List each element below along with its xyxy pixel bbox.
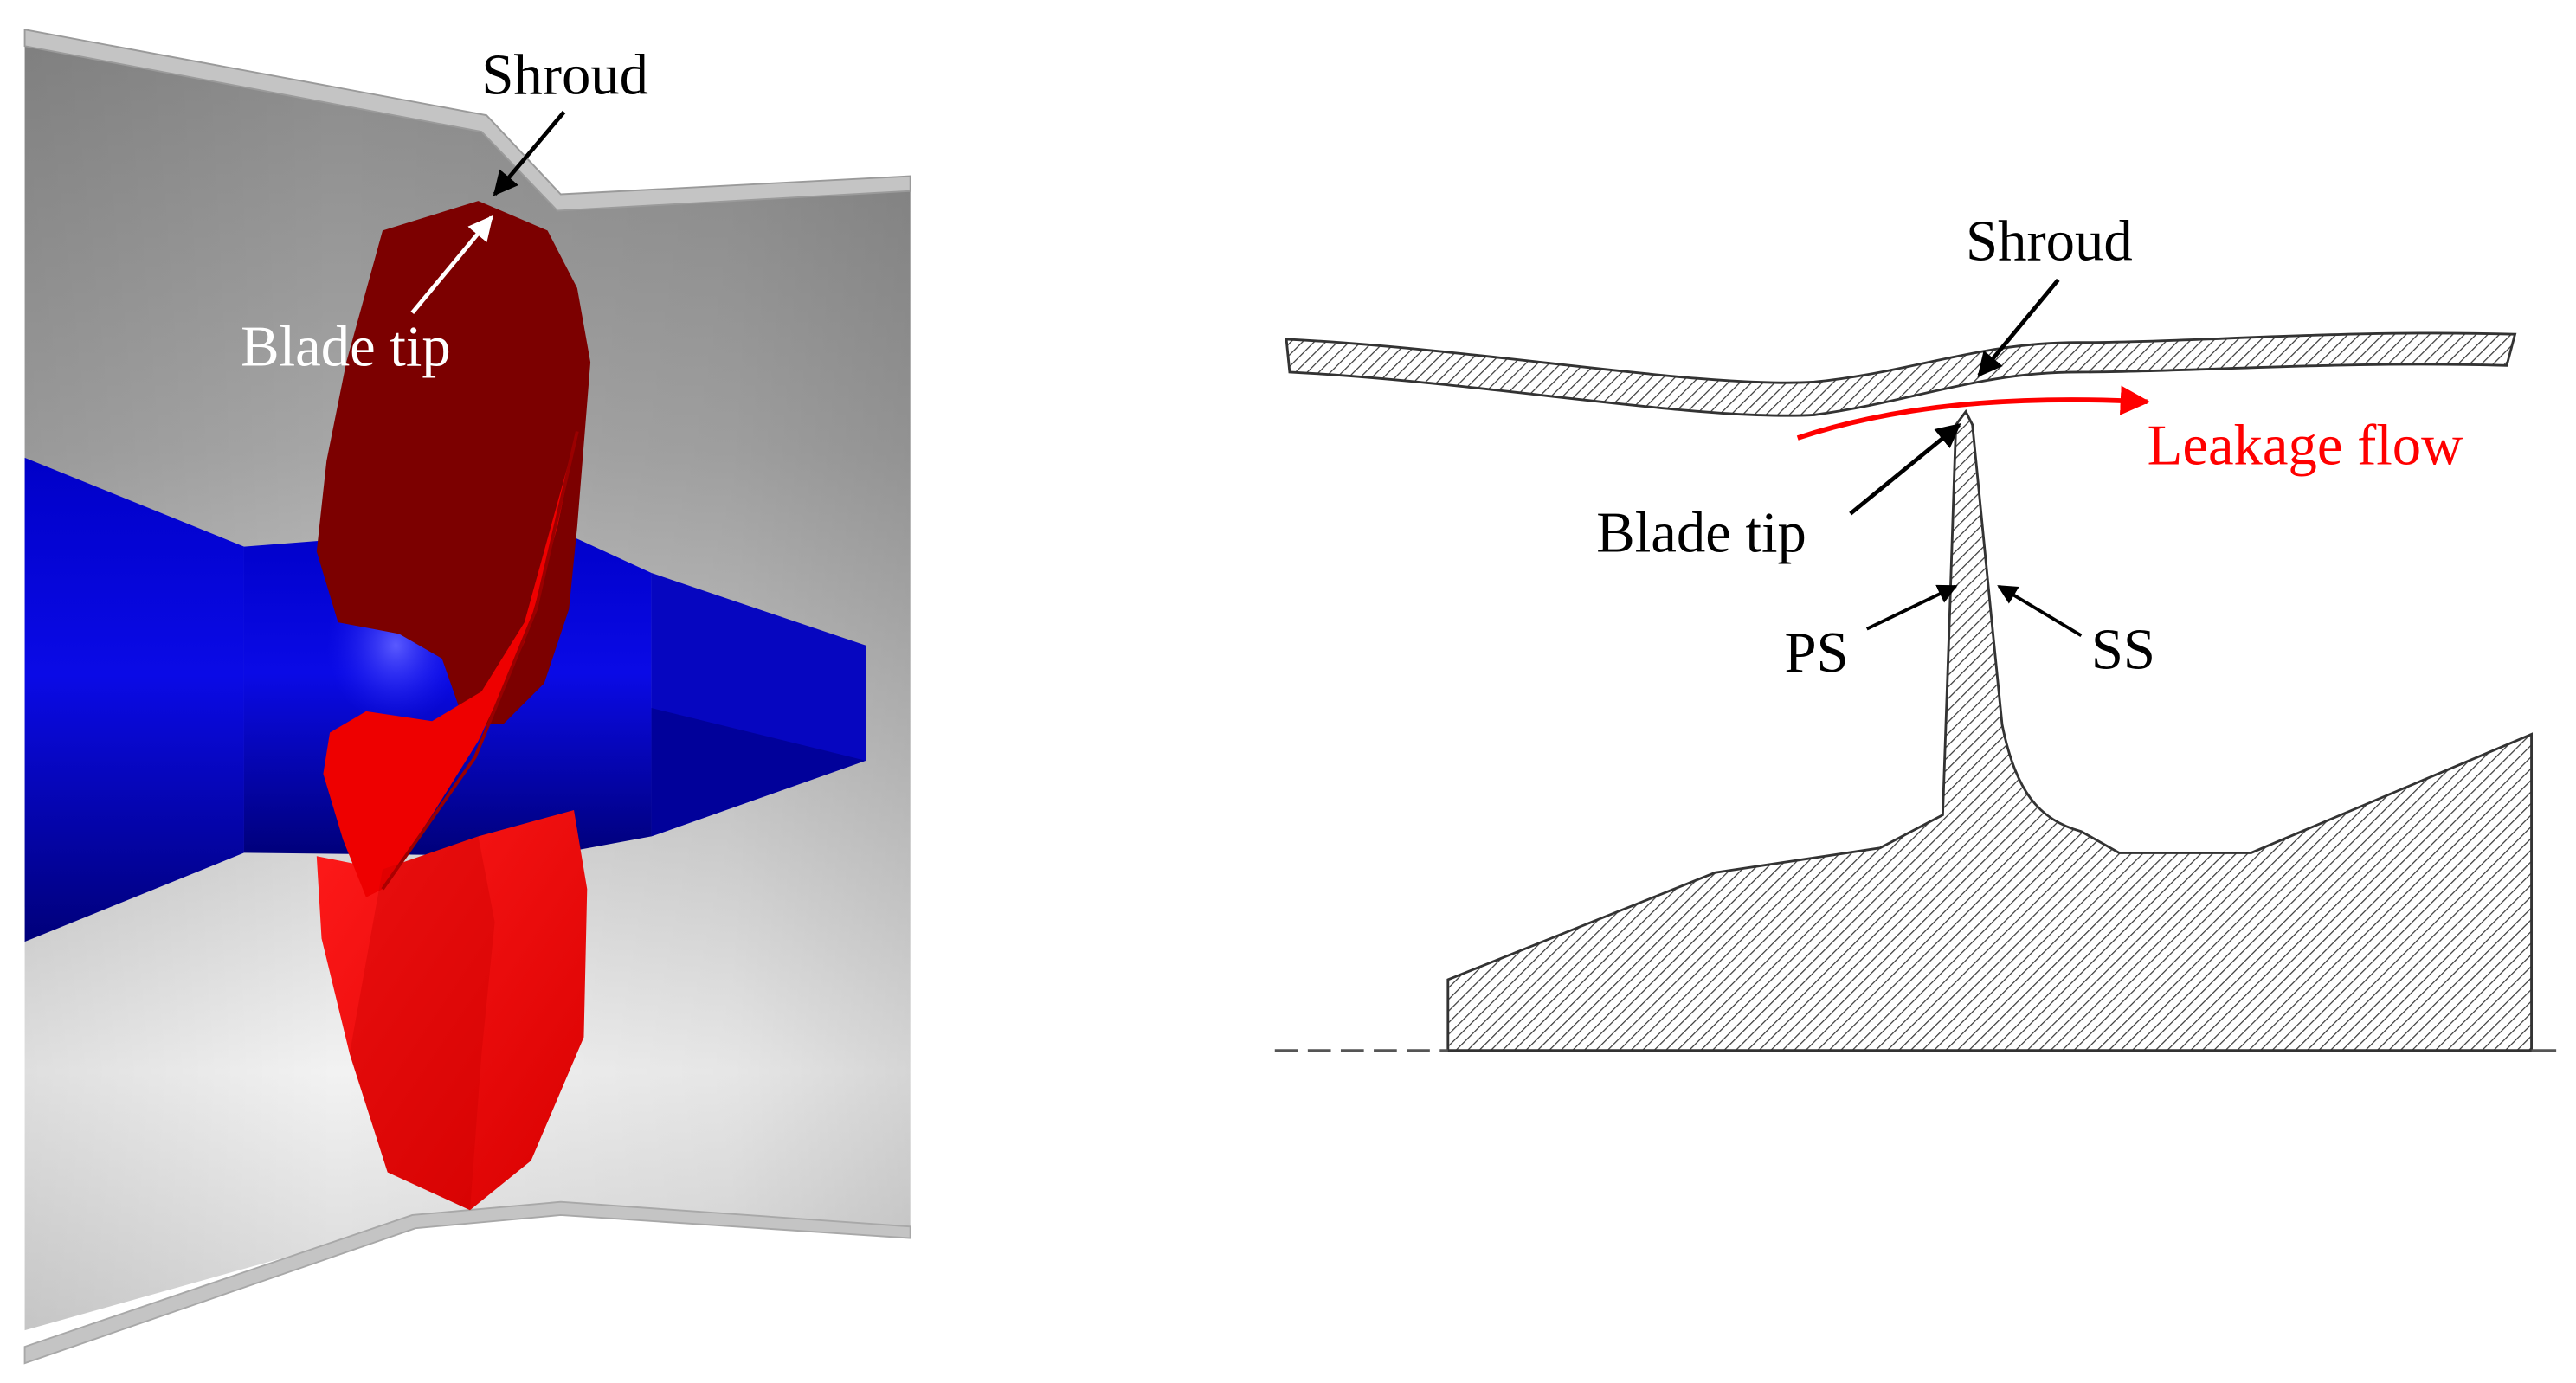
blade-hub-section bbox=[1446, 408, 2533, 1052]
hub-right-cone-shade bbox=[651, 708, 866, 837]
right-blade-tip-arrow bbox=[1849, 422, 1961, 516]
blade-lower bbox=[316, 809, 588, 1211]
blade-twist-edge bbox=[381, 430, 579, 891]
leakage-flow-arrow bbox=[1796, 385, 2151, 441]
right-2d-section: Shroud Leakage flow Blade tip PS SS bbox=[1274, 210, 2557, 1052]
left-shroud-label: Shroud bbox=[481, 43, 648, 106]
ss-arrow bbox=[1997, 584, 2083, 637]
shroud-rim-top bbox=[23, 29, 911, 212]
blade-lower-shade bbox=[349, 836, 495, 1211]
shroud-rim-bottom bbox=[23, 1200, 911, 1365]
left-shroud-arrow bbox=[493, 110, 566, 196]
left-3d-render: Shroud Blade tip bbox=[23, 29, 911, 1365]
left-blade-tip-arrow bbox=[410, 215, 493, 314]
blade-twist bbox=[323, 431, 577, 897]
hub-left-cone bbox=[24, 457, 244, 942]
ps-arrow bbox=[1865, 584, 1958, 631]
right-shroud-label: Shroud bbox=[1966, 210, 2133, 273]
ps-label: PS bbox=[1784, 621, 1848, 685]
right-blade-tip-label: Blade tip bbox=[1596, 501, 1806, 564]
shroud-section bbox=[1285, 331, 2517, 417]
leakage-flow-label: Leakage flow bbox=[2148, 415, 2463, 478]
right-shroud-arrow bbox=[1977, 278, 2060, 377]
left-blade-tip-label: Blade tip bbox=[241, 315, 451, 378]
ss-label: SS bbox=[2091, 618, 2155, 681]
blade-upper bbox=[316, 201, 591, 725]
